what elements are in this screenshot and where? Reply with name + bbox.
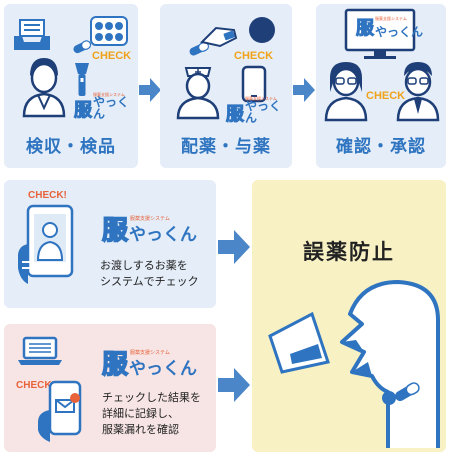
arrow-right-icon	[293, 78, 315, 102]
yakkun-logo: 服薬支援システム 服 やっくん	[74, 92, 138, 121]
laptop-icon	[18, 336, 62, 365]
step-panel-approval: 服薬支援システム 服 やっくん CHECK 確認・承認	[316, 4, 446, 168]
mail-phone-icon	[38, 380, 82, 442]
step-label-dispensing: 配薬・与薬	[181, 137, 271, 157]
logo-kanji: 服	[226, 104, 245, 125]
pharmacist-icon	[22, 58, 66, 118]
logo-tagline: 服薬支援システム	[375, 16, 407, 21]
card-check-text: CHECK!	[28, 190, 67, 201]
logo-kana: やっくん	[129, 359, 198, 379]
cup-icon	[268, 311, 330, 374]
logo-tagline: 服薬支援システム	[130, 350, 170, 356]
logo-kanji: 服	[101, 216, 129, 246]
pill-capsule-icon	[382, 382, 420, 405]
step-check-text: CHECK	[92, 50, 132, 62]
monitor-icon	[344, 8, 416, 59]
step-panel-dispensing: CHECK 服薬支援システム 服 やっくん 配薬・与薬	[160, 4, 292, 168]
face-swallowing-icon	[340, 280, 440, 448]
staff-pair-icon	[324, 62, 440, 122]
smartphone-icon	[241, 65, 267, 103]
step-check-text: CHECK	[366, 90, 406, 102]
step-panel-inspection: CHECK 服薬支援システム 服 やっくん 検収・検品	[4, 4, 138, 168]
system-check-card: CHECK! 服薬支援システム 服 やっくん お渡しするお薬を システムでチェッ…	[4, 180, 216, 308]
logo-kana: やっくん	[375, 25, 424, 39]
step-label-inspection: 検収・検品	[26, 137, 116, 157]
logo-kana: やっくん	[129, 225, 198, 245]
nurse-icon	[176, 67, 220, 120]
desc-line: 詳細に記録し、	[102, 407, 179, 420]
patient-taking-pill-icon	[200, 17, 275, 48]
yakkun-logo: 服薬支援システム 服 やっくん	[101, 216, 198, 246]
yakkun-logo: 服薬支援システム 服 やっくん	[101, 350, 198, 380]
logo-kanji: 服	[74, 100, 93, 121]
logo-kanji: 服	[101, 350, 129, 380]
yakkun-logo: 服薬支援システム 服 やっくん	[226, 96, 292, 125]
arrow-right-icon	[218, 368, 250, 402]
card-description: チェックした結果を 詳細に記録し、 服薬漏れを確認	[102, 390, 201, 438]
logo-kanji: 服	[356, 18, 375, 39]
logo-tagline: 服薬支援システム	[93, 92, 125, 97]
desc-line: お渡しするお薬を	[100, 259, 188, 272]
document-tray-icon	[14, 19, 50, 50]
pill-capsule-icon	[73, 40, 92, 54]
card-check-text: CHECK!	[16, 380, 55, 391]
outcome-panel: 誤薬防止	[252, 180, 446, 452]
logo-kana: やっくん	[245, 99, 282, 125]
desc-line: 服薬漏れを確認	[102, 423, 179, 436]
arrow-right-icon	[139, 78, 161, 102]
logo-kana: やっくん	[93, 95, 130, 121]
card-description: お渡しするお薬を システムでチェック	[100, 258, 199, 290]
flashlight-icon	[75, 63, 89, 96]
outcome-title: 誤薬防止	[303, 240, 395, 264]
logo-tagline: 服薬支援システム	[245, 96, 277, 101]
desc-line: チェックした結果を	[102, 391, 201, 404]
record-card: CHECK! 服薬支援システム 服 やっくん チェックした結果を 詳細に記録し、…	[4, 324, 216, 452]
arrow-right-icon	[218, 230, 250, 264]
pill-blister-icon	[90, 16, 128, 46]
step-check-text: CHECK	[234, 50, 274, 62]
yakkun-logo: 服薬支援システム 服 やっくん	[356, 16, 424, 39]
logo-tagline: 服薬支援システム	[130, 216, 170, 222]
step-label-approval: 確認・承認	[336, 137, 426, 157]
tablet-photo-icon	[18, 204, 74, 284]
desc-line: システムでチェック	[100, 275, 199, 288]
pill-capsule-icon	[189, 41, 210, 56]
